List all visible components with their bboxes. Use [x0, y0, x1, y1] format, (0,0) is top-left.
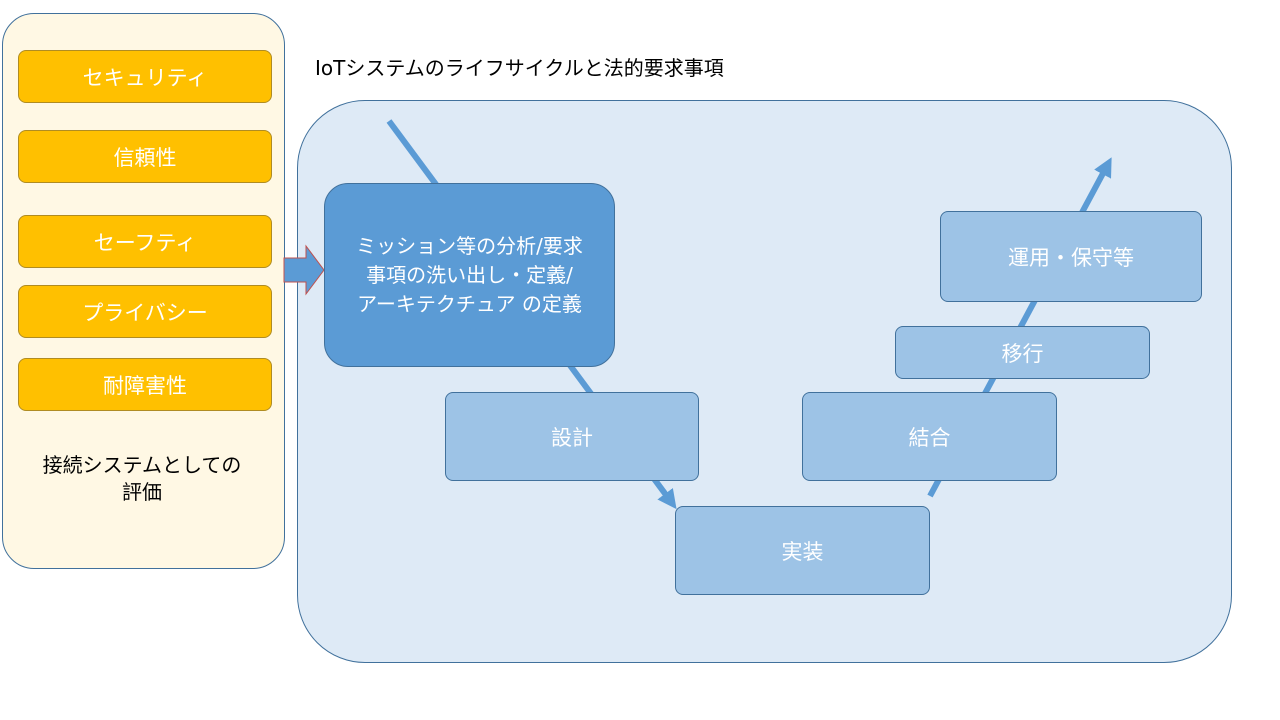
operation-stage: 運用・保守等 [940, 211, 1202, 302]
attribute-privacy: プライバシー [18, 285, 272, 338]
implementation-stage: 実装 [675, 506, 930, 595]
evaluation-caption: 接続システムとしての 評価 [42, 453, 242, 504]
integration-stage: 結合 [802, 392, 1057, 481]
evaluation-to-analysis-arrow [283, 244, 325, 296]
design-stage: 設計 [445, 392, 699, 481]
attribute-security: セキュリティ [18, 50, 272, 103]
attribute-reliability: 信頼性 [18, 130, 272, 183]
transition-stage: 移行 [895, 326, 1150, 379]
attribute-safety: セーフティ [18, 215, 272, 268]
analysis-stage: ミッション等の分析/要求 事項の洗い出し・定義/ アーキテクチュア の定義 [324, 183, 615, 367]
page-title: IoTシステムのライフサイクルと法的要求事項 [315, 56, 724, 80]
attribute-fault-tolerance: 耐障害性 [18, 358, 272, 411]
